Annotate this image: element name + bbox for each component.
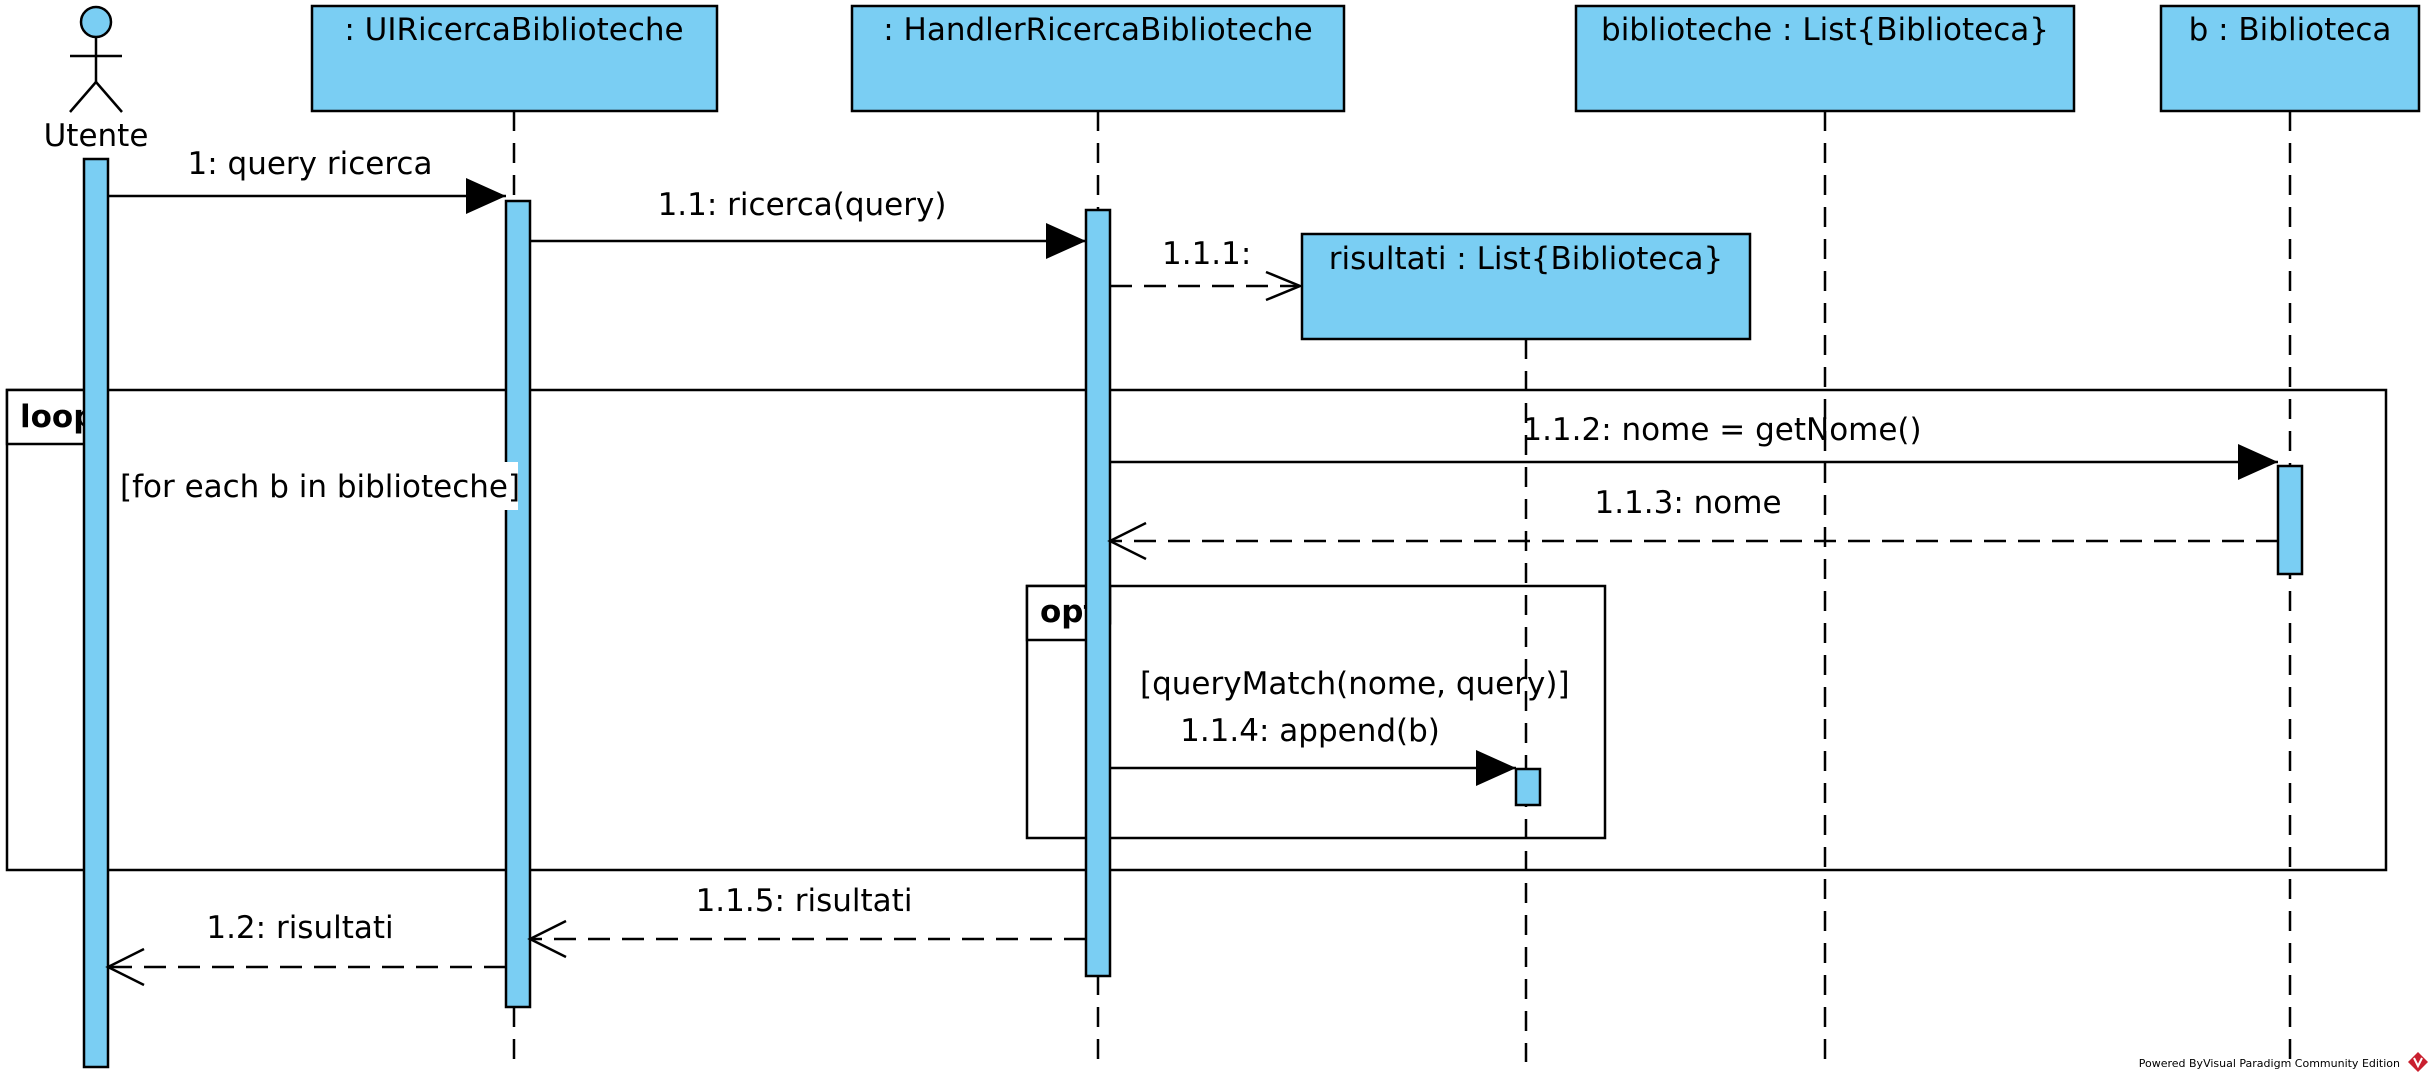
message-1-1-5-arrowhead (527, 919, 567, 959)
message-1-1-1-label: 1.1.1: (1162, 236, 1251, 272)
message-1-1-4-label: 1.1.4: append(b) (1180, 713, 1440, 749)
actor-utente[interactable]: Utente (44, 5, 149, 154)
activation-b (2276, 464, 2304, 576)
message-1-1-2-label: 1.1.2: nome = getNome() (1522, 412, 1921, 448)
message-1-1-5[interactable]: 1.1.5: risultati (527, 883, 1086, 959)
opt-frame (1025, 584, 1607, 840)
message-1-1-1-arrowhead (1265, 270, 1304, 302)
lifeline-biblioteche-box (1574, 4, 2076, 113)
message-1-1-3-label: 1.1.3: nome (1594, 485, 1781, 521)
lifeline-risultati-box (1300, 232, 1752, 341)
loop-guard-background (114, 462, 518, 510)
message-1-2-arrowhead (105, 947, 145, 987)
message-1-1-1[interactable]: 1.1.1: (1110, 236, 1304, 302)
message-1-1-label: 1.1: ricerca(query) (658, 187, 947, 223)
footer-text: Powered ByVisual Paradigm Community Edit… (2139, 1057, 2400, 1070)
loop-frame (5, 388, 2388, 872)
actor-left-leg (69, 81, 97, 113)
lifeline-handler[interactable]: : HandlerRicercaBiblioteche (850, 4, 1346, 1062)
actor-label: Utente (44, 118, 149, 154)
message-1-1-2[interactable]: 1.1.2: nome = getNome() (1110, 412, 2278, 480)
message-1[interactable]: 1: query ricerca (108, 146, 506, 214)
footer-watermark: Powered ByVisual Paradigm Community Edit… (2139, 1052, 2428, 1072)
message-1-label: 1: query ricerca (188, 146, 433, 182)
actor-right-leg (95, 81, 123, 113)
lifeline-b-box (2159, 4, 2421, 113)
message-1-1-5-label: 1.1.5: risultati (696, 883, 913, 919)
message-1-1-3[interactable]: 1.1.3: nome (1107, 485, 2278, 561)
loop-guard: [for each b in biblioteche] (120, 469, 520, 505)
message-1-2-label: 1.2: risultati (206, 910, 393, 946)
message-1-1-3-arrowhead (1107, 521, 1147, 561)
activation-ui (504, 199, 532, 1009)
lifeline-b-label: b : Biblioteca (2189, 12, 2392, 48)
lifeline-handler-label: : HandlerRicercaBiblioteche (883, 12, 1312, 48)
lifeline-b[interactable]: b : Biblioteca (2159, 4, 2421, 1062)
lifeline-risultati-label: risultati : List{Biblioteca} (1329, 241, 1724, 277)
actor-head (79, 5, 113, 39)
lifeline-biblioteche[interactable]: biblioteche : List{Biblioteca} (1574, 4, 2076, 1062)
activation-handler (1084, 208, 1112, 978)
message-1-2[interactable]: 1.2: risultati (105, 910, 506, 987)
lifeline-risultati[interactable]: risultati : List{Biblioteca} (1300, 232, 1752, 1062)
activation-utente (82, 157, 110, 1069)
lifeline-biblioteche-label: biblioteche : List{Biblioteca} (1601, 12, 2049, 48)
lifeline-ui-box (310, 4, 719, 113)
activation-risultati (1514, 767, 1542, 807)
visual-paradigm-logo-icon (2408, 1052, 2428, 1072)
opt-guard: [queryMatch(nome, query)] (1140, 666, 1570, 702)
message-1-1[interactable]: 1.1: ricerca(query) (530, 187, 1086, 259)
message-1-1-4[interactable]: 1.1.4: append(b) (1110, 713, 1516, 786)
lifeline-ui-label: : UIRicercaBiblioteche (344, 12, 683, 48)
lifeline-ui[interactable]: : UIRicercaBiblioteche (310, 4, 719, 1062)
